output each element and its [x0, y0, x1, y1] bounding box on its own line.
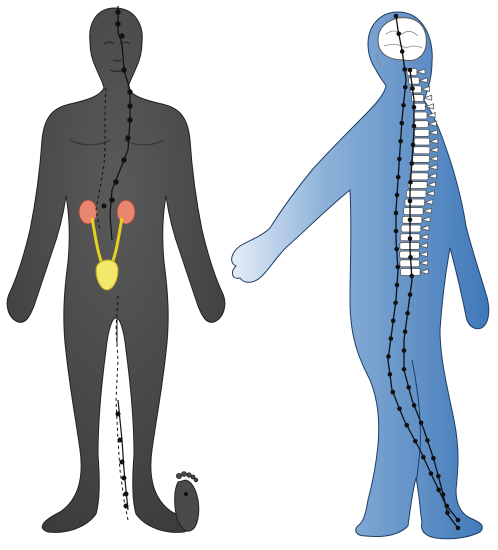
meridian-point	[399, 121, 404, 126]
meridian-point	[404, 423, 409, 428]
meridian-point	[400, 49, 405, 54]
vertebra	[411, 164, 429, 171]
meridian-point	[396, 175, 401, 180]
foot-sole-icon	[175, 472, 199, 531]
meridian-point	[395, 283, 400, 288]
meridian-point	[410, 86, 415, 91]
vertebra	[414, 121, 428, 128]
side-body-icon	[232, 12, 489, 539]
meridian-point	[408, 199, 413, 204]
meridian-point	[391, 318, 396, 323]
meridian-point	[403, 329, 408, 334]
meridian-point	[394, 229, 399, 234]
meridian-point	[436, 474, 441, 479]
meridian-point	[394, 14, 399, 19]
meridian-point	[408, 217, 413, 222]
meridian-point	[444, 504, 449, 509]
meridian-point	[395, 265, 400, 270]
vertebra	[414, 147, 430, 154]
meridian-point	[412, 105, 417, 110]
vertebra	[400, 260, 420, 267]
meridian-point	[402, 67, 407, 72]
meridian-point	[421, 455, 426, 460]
vertebra	[414, 112, 428, 119]
meridian-point	[411, 142, 416, 147]
vertebra	[414, 138, 430, 145]
meridian-point	[389, 336, 394, 341]
meridian-point	[408, 180, 413, 185]
vertebra	[405, 199, 425, 206]
meridian-point	[393, 301, 398, 306]
meridian-point	[402, 348, 407, 353]
meridian-point	[388, 372, 393, 377]
meridian-point	[409, 161, 414, 166]
vertebra	[401, 225, 421, 232]
meridian-point	[402, 367, 407, 372]
meridian-point	[397, 406, 402, 411]
meridian-point	[406, 385, 411, 390]
meridian-point	[409, 274, 414, 279]
meridian-point	[425, 438, 430, 443]
meridian-point	[386, 354, 391, 359]
meridian-point	[394, 247, 399, 252]
meridian-point	[456, 526, 461, 531]
meridian-point	[441, 492, 446, 497]
meridian-point	[413, 439, 418, 444]
meridian-point	[408, 255, 413, 260]
meridian-point	[408, 68, 413, 73]
vertebra	[403, 208, 423, 215]
meridian-point	[396, 31, 401, 36]
meridian-point	[403, 85, 408, 90]
meridian-point	[412, 403, 417, 408]
vertebra	[413, 155, 430, 162]
meridian-point	[429, 471, 434, 476]
meridian-point	[408, 236, 413, 241]
vertebra	[414, 129, 429, 136]
meridian-point	[401, 103, 406, 108]
meridian-point	[408, 292, 413, 297]
meridian-point	[445, 510, 450, 515]
meridian-point	[397, 157, 402, 162]
meridian-point	[412, 124, 417, 129]
meridian-point	[398, 139, 403, 144]
meridian-point	[456, 518, 461, 523]
meridian-point	[391, 390, 396, 395]
meridian-point	[395, 193, 400, 198]
meridian-point	[394, 211, 399, 216]
meridian-point	[419, 420, 424, 425]
meridian-point	[431, 456, 436, 461]
meridian-point	[405, 311, 410, 316]
vertebra	[409, 77, 420, 84]
vertebra	[410, 173, 428, 180]
meridian-point	[436, 488, 441, 493]
